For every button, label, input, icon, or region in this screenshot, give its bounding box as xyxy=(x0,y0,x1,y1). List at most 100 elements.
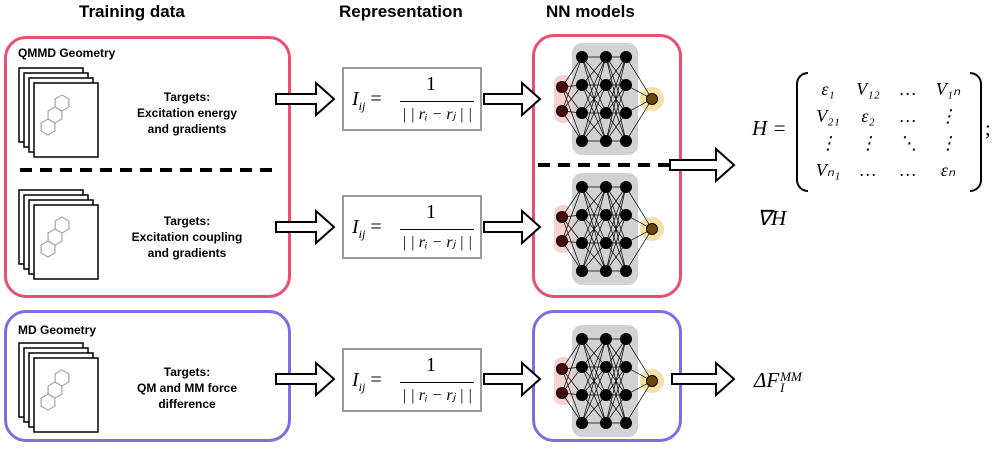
nn-force-node xyxy=(620,361,632,373)
nn-force-edge xyxy=(561,392,583,424)
nn-energy-node xyxy=(646,93,658,105)
matrix-cell: … xyxy=(899,160,916,180)
nn-energy-node xyxy=(620,107,632,119)
nn-force-node xyxy=(646,375,658,387)
nn-coupling-edge xyxy=(625,186,653,230)
nn-energy-node xyxy=(620,51,632,63)
nn-force-edge xyxy=(581,394,607,424)
matrix-row: ⋮⋮⋱⋮ xyxy=(808,130,970,157)
nn-coupling-edge xyxy=(581,186,607,216)
nn-energy-hidden-layers xyxy=(572,43,638,155)
arrow-to-representation-2 xyxy=(275,208,336,246)
header-representation: Representation xyxy=(339,2,463,21)
matrix-cell: ⋮ xyxy=(939,133,957,153)
arrow-to-representation-3 xyxy=(275,360,336,398)
nn-force-node xyxy=(620,333,632,345)
nn-energy-node xyxy=(556,81,568,93)
nn-force-edge xyxy=(581,338,607,396)
matrix-cell: … xyxy=(899,106,916,126)
nn-energy-node xyxy=(576,79,588,91)
nn-coupling-edge xyxy=(581,214,607,272)
nn-energy-edge xyxy=(581,56,607,114)
matrix-cell: V₁₂ xyxy=(856,79,880,99)
nn-force-hidden-layers xyxy=(572,325,638,437)
nn-coupling-node xyxy=(556,235,568,247)
nn-force-edge xyxy=(625,380,653,424)
nn-coupling-edge xyxy=(561,216,583,272)
nn-force-node xyxy=(600,333,612,345)
qmmd-energy-stack-sheet xyxy=(33,82,99,158)
nn-coupling-node xyxy=(620,237,632,249)
nn-force-node xyxy=(576,333,588,345)
nn-coupling-edge xyxy=(625,228,653,272)
nn-force-edge xyxy=(561,338,583,370)
matrix-cell: ⋮ xyxy=(859,133,877,153)
nn-coupling-edge xyxy=(561,186,583,242)
nn-force-node xyxy=(576,417,588,429)
nn-coupling-node xyxy=(620,265,632,277)
matrix-cell: ⋮ xyxy=(939,106,957,126)
nn-force-edge xyxy=(561,368,583,424)
nn-energy-edge xyxy=(561,110,583,142)
nn-energy-edge xyxy=(581,112,607,142)
arrow-to-force xyxy=(671,360,736,398)
representation-box-2: Iij = 1 | | rᵢ − rⱼ | | xyxy=(342,195,482,259)
nn-coupling-edge xyxy=(581,186,607,272)
nn-force-node xyxy=(600,389,612,401)
nn-coupling-node xyxy=(646,223,658,235)
nn-energy-edge xyxy=(625,98,653,142)
nn-energy-edge xyxy=(561,56,583,112)
nn-energy-edge xyxy=(581,56,607,86)
nn-coupling-node xyxy=(620,209,632,221)
matrix-cell: … xyxy=(899,79,916,99)
matrix-cell: Vₙ₁ xyxy=(815,160,841,180)
matrix-cell: V₂₁ xyxy=(816,106,840,126)
nn-force-edge xyxy=(581,338,607,424)
matrix-cell: ⋮ xyxy=(819,133,837,153)
arrow-to-hamiltonian xyxy=(669,146,736,184)
arrow-to-representation-1 xyxy=(275,80,336,118)
nn-coupling-node xyxy=(556,211,568,223)
nn-force-node xyxy=(600,417,612,429)
nn-energy-node xyxy=(576,51,588,63)
nn-coupling-node xyxy=(600,265,612,277)
nn-energy-edge xyxy=(581,56,607,142)
nn-coupling-edge xyxy=(581,186,607,244)
nn-energy-edge xyxy=(561,86,583,142)
nn-coupling-node xyxy=(576,181,588,193)
nn-coupling-node xyxy=(600,209,612,221)
qmmd-coupling-stack-sheet xyxy=(33,204,99,280)
representation-box-1: Iij = 1 | | rᵢ − rⱼ | | xyxy=(342,67,482,131)
nn-force-edge xyxy=(605,366,627,424)
matrix-cell: V₁ₙ xyxy=(935,79,961,99)
nn-force-edge xyxy=(581,338,607,368)
nn-coupling-edge xyxy=(561,240,583,272)
header-nn-models: NN models xyxy=(546,2,635,21)
nn-force-edge xyxy=(581,366,607,424)
representation-box-3: Iij = 1 | | rᵢ − rⱼ | | xyxy=(342,348,482,412)
nn-coupling-node xyxy=(600,237,612,249)
nn-energy-node xyxy=(600,79,612,91)
nn-energy-edge xyxy=(605,56,627,142)
nn-energy-node xyxy=(620,135,632,147)
nn-force-node xyxy=(576,389,588,401)
arrow-to-nn-1 xyxy=(483,80,542,118)
nn-coupling-edge xyxy=(605,186,627,244)
nn-coupling-edge xyxy=(581,242,607,272)
qmmd-title: QMMD Geometry xyxy=(18,46,116,60)
nn-coupling-node xyxy=(600,181,612,193)
nn-force-edge xyxy=(625,338,653,382)
md-force-stack-molecule-ring xyxy=(40,393,56,411)
nn-energy-edge xyxy=(605,56,627,114)
nn-force-node xyxy=(620,389,632,401)
nn-energy-node xyxy=(600,135,612,147)
hamiltonian-semicolon: ; xyxy=(985,116,991,140)
matrix-cell: ε₁ xyxy=(821,79,835,99)
hamiltonian-lhs: H = xyxy=(752,116,787,140)
nn-energy-node xyxy=(576,107,588,119)
nn-coupling-node xyxy=(576,209,588,221)
nn-force-node xyxy=(556,387,568,399)
